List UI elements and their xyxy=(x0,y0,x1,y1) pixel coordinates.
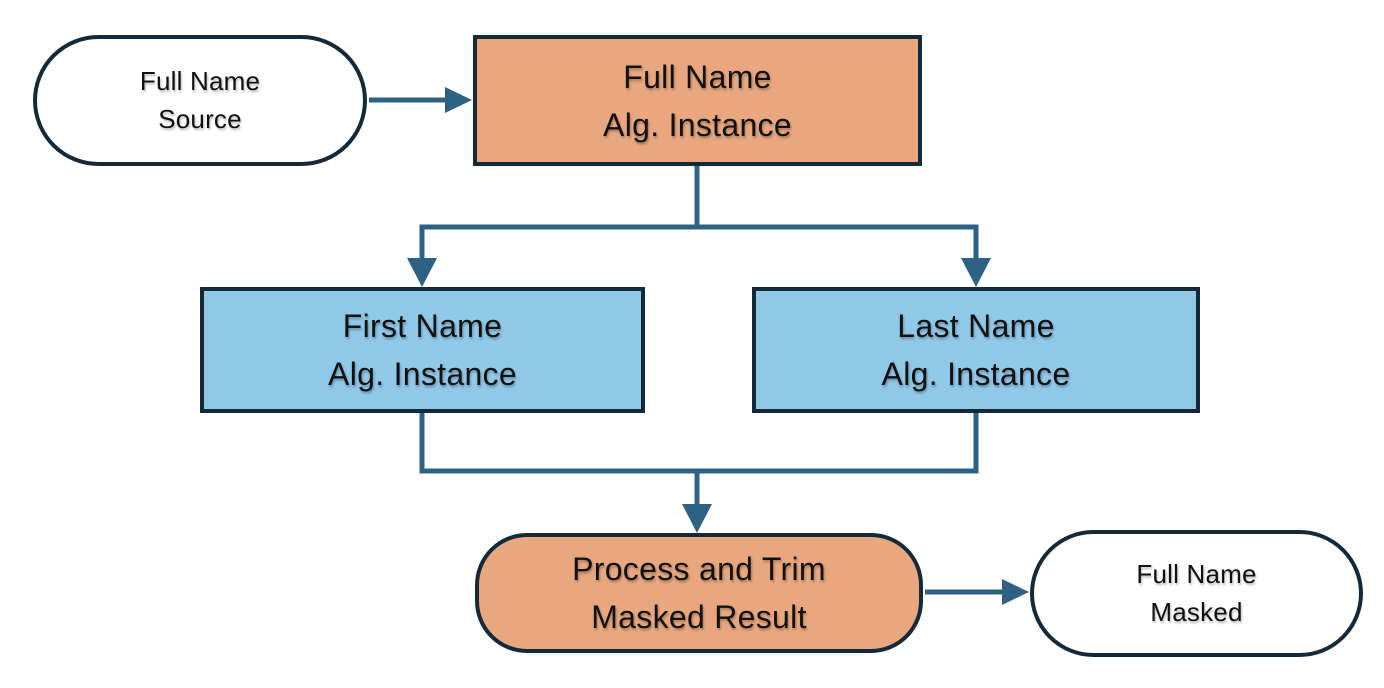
node-label-line1: Full Name xyxy=(1136,558,1257,589)
node-label-line2: Alg. Instance xyxy=(881,356,1071,392)
node-full-name-alg-instance: Full Name Alg. Instance xyxy=(473,35,922,166)
arrowhead-right-icon xyxy=(445,87,472,113)
node-label-line2: Masked xyxy=(1150,596,1243,627)
node-label-line2: Masked Result xyxy=(591,599,807,635)
node-full-name-masked: Full Name Masked xyxy=(1030,530,1363,657)
node-label-line1: First Name xyxy=(342,308,503,344)
node-label-line1: Full Name xyxy=(623,58,772,95)
arrowhead-down-icon xyxy=(407,258,437,287)
node-label-line2: Alg. Instance xyxy=(603,106,792,143)
arrowhead-down-icon xyxy=(682,504,712,533)
node-first-name-alg-instance: First Name Alg. Instance xyxy=(200,287,645,413)
arrowhead-down-icon xyxy=(961,258,991,287)
node-last-name-alg-instance: Last Name Alg. Instance xyxy=(752,287,1200,413)
node-process-and-trim: Process and Trim Masked Result xyxy=(475,533,923,653)
edge-join-to-process xyxy=(419,413,979,506)
node-full-name-source: Full Name Source xyxy=(33,35,367,166)
node-label-line1: Last Name xyxy=(897,308,1055,344)
arrowhead-right-icon xyxy=(1002,579,1029,605)
node-label-line2: Alg. Instance xyxy=(328,356,517,392)
edge-fullname-split xyxy=(419,166,979,260)
node-label-line1: Process and Trim xyxy=(572,551,826,587)
node-label-line1: Full Name xyxy=(139,65,261,96)
node-label-line2: Source xyxy=(158,103,242,134)
